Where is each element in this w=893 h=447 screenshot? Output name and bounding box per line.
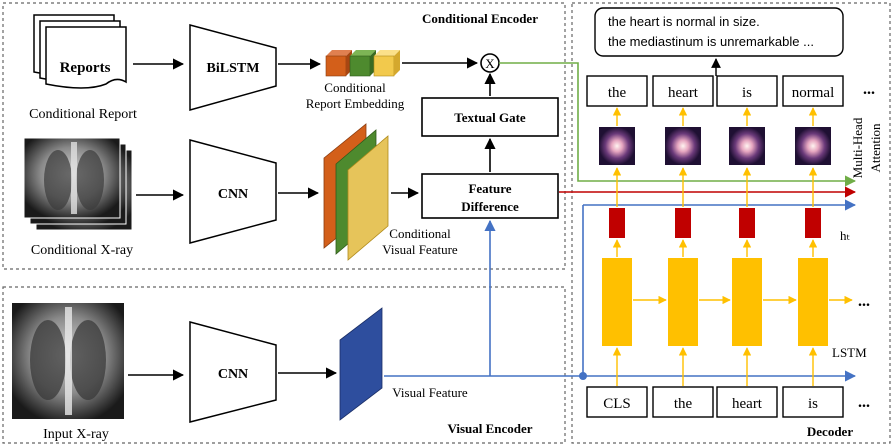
lstm-cell	[732, 258, 762, 346]
visual-encoder-panel	[2, 286, 566, 444]
feature-difference-label-2: Difference	[461, 199, 519, 214]
multi-head-attention-label-2: Attention	[868, 123, 883, 173]
ht-label: hₜ	[840, 228, 851, 243]
input-token-label: the	[674, 396, 693, 412]
input-token-box	[652, 386, 714, 418]
lstm-ellipsis: ...	[858, 293, 870, 310]
hidden-state	[609, 208, 625, 238]
input-xray-image	[12, 303, 124, 419]
textual-gate-label: Textual Gate	[454, 110, 526, 125]
multiply-symbol: X	[485, 56, 495, 71]
generated-report-box	[594, 7, 844, 57]
bilstm-label: BiLSTM	[207, 61, 260, 76]
output-token-box	[782, 75, 844, 107]
hidden-state	[675, 208, 691, 238]
feature-difference-label-1: Feature	[468, 181, 511, 196]
visual-feature-slab	[339, 307, 383, 421]
input-token-box	[586, 386, 648, 418]
cond-visual-feature-label-2: Visual Feature	[382, 242, 458, 257]
decoder-title: Decoder	[807, 424, 853, 439]
input-token-box	[782, 386, 844, 418]
reports-document-stack	[33, 14, 127, 89]
hidden-state	[805, 208, 821, 238]
attention-map	[665, 127, 701, 165]
feature-difference-box	[421, 173, 559, 219]
lstm-cell	[602, 258, 632, 346]
output-token-box	[586, 75, 648, 107]
decoder-columns: CLS the the heart heart is is normal	[586, 75, 853, 418]
bilstm-block	[189, 24, 277, 111]
input-xray-label: Input X-ray	[43, 427, 109, 442]
input-ellipsis: ...	[858, 394, 870, 411]
input-token-box	[716, 386, 778, 418]
cnn-conditional-label: CNN	[218, 187, 248, 202]
reports-label: Reports	[60, 60, 111, 76]
decoder-column: CLS the	[586, 75, 667, 418]
decoder-column: heart is	[716, 75, 797, 418]
attention-map	[599, 127, 635, 165]
attention-map	[795, 127, 831, 165]
input-token-label: heart	[732, 396, 763, 412]
cnn-visual-block	[189, 321, 277, 423]
attention-map	[729, 127, 765, 165]
cnn-visual-label: CNN	[218, 367, 248, 382]
visual-feature-junction	[579, 372, 587, 380]
conditional-encoder-title: Conditional Encoder	[422, 11, 538, 26]
input-token-label: is	[808, 396, 818, 412]
output-token-box	[652, 75, 714, 107]
hidden-state	[739, 208, 755, 238]
conditional-visual-feature	[323, 123, 389, 261]
cond-report-embedding-label-2: Report Embedding	[306, 96, 405, 111]
generated-report-line-1: the heart is normal in size.	[608, 14, 760, 29]
decoder-column: is normal	[782, 75, 853, 418]
lstm-cell	[798, 258, 828, 346]
input-token-label: CLS	[603, 396, 631, 412]
output-token-box	[716, 75, 778, 107]
cond-report-embedding-label-1: Conditional	[324, 80, 386, 95]
conditional-report-embedding	[325, 50, 400, 77]
conditional-xray-label: Conditional X-ray	[31, 243, 133, 258]
visual-feature-label: Visual Feature	[392, 385, 468, 400]
generated-report-line-2: the mediastinum is unremarkable ...	[608, 34, 814, 49]
decoder-panel	[571, 2, 891, 444]
output-token-label: the	[608, 85, 627, 101]
textual-gate-box	[421, 97, 559, 137]
decoder-column: the heart	[652, 75, 731, 418]
output-token-label: heart	[668, 85, 699, 101]
output-token-label: is	[742, 85, 752, 101]
cond-visual-feature-label-1: Conditional	[389, 226, 451, 241]
cnn-conditional-block	[189, 139, 277, 244]
output-token-label: normal	[792, 85, 835, 101]
lstm-cell	[668, 258, 698, 346]
visual-encoder-title: Visual Encoder	[447, 421, 532, 436]
output-ellipsis: ...	[863, 81, 875, 98]
lstm-label: LSTM	[832, 345, 867, 360]
multi-head-attention-label-1: Multi-Head	[850, 117, 865, 178]
conditional-report-label: Conditional Report	[29, 107, 137, 122]
conditional-xray-stack	[23, 137, 133, 231]
